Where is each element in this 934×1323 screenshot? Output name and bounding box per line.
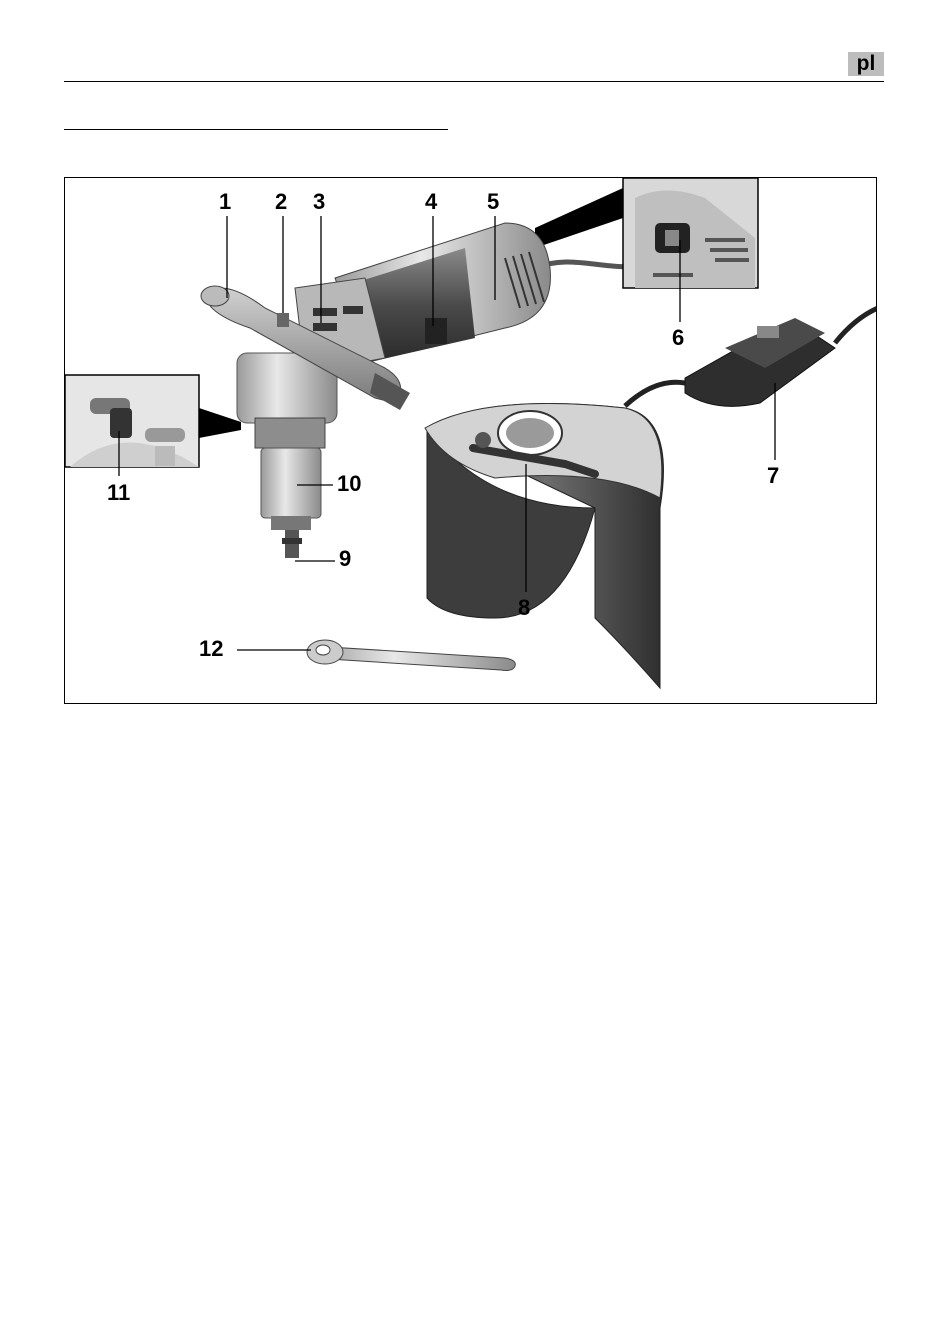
callout-8: 8 <box>518 597 530 619</box>
callout-12: 12 <box>199 638 223 660</box>
valve-detail-inset <box>65 375 241 467</box>
callout-1: 1 <box>219 191 231 213</box>
callout-5: 5 <box>487 191 499 213</box>
header-rule <box>64 81 884 82</box>
switch-detail-inset <box>535 178 758 288</box>
callout-10: 10 <box>337 473 361 495</box>
callout-3: 3 <box>313 191 325 213</box>
callout-2: 2 <box>275 191 287 213</box>
product-figure: 1 2 3 4 5 6 7 8 9 10 11 12 <box>64 177 877 704</box>
lock-button <box>277 313 289 327</box>
prcd-device <box>625 308 877 406</box>
section-rule <box>64 129 448 130</box>
language-badge: pl <box>848 52 884 76</box>
protective-guard <box>425 404 663 689</box>
tool-illustration <box>65 178 877 704</box>
callout-9: 9 <box>339 548 351 570</box>
callout-11: 11 <box>107 482 130 504</box>
spindle-column <box>255 418 325 558</box>
callout-4: 4 <box>425 191 437 213</box>
switch-button <box>425 318 447 344</box>
callout-7: 7 <box>767 465 779 487</box>
callout-6: 6 <box>672 327 684 349</box>
wrench <box>307 640 515 671</box>
